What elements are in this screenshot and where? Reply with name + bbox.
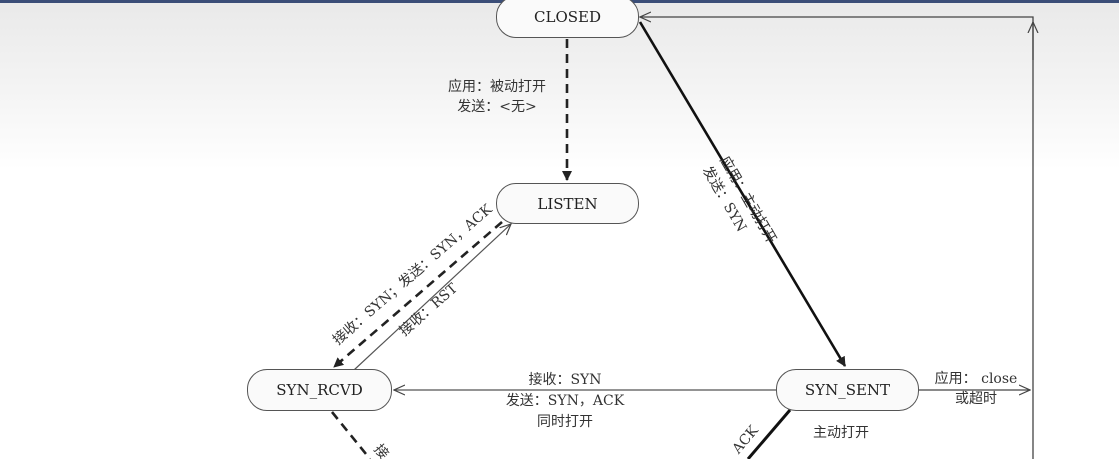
label-passive-open: 应用：被动打开 发送：<无> <box>432 77 562 117</box>
state-listen: LISTEN <box>496 183 639 224</box>
label-passive-open-line1: 应用：被动打开 <box>448 79 546 95</box>
arrow-listen-to-syn-rcvd <box>333 221 503 368</box>
arrow-syn-rcvd-to-listen-rst <box>353 224 511 371</box>
label-close-line1: 应用： close <box>934 371 1018 387</box>
label-close-line2: 或超时 <box>955 391 997 407</box>
label-passive-open-line2: 发送：<无> <box>457 99 537 115</box>
arrow-syn-sent-down <box>746 409 792 459</box>
label-simultaneous-open: 接收：SYN 发送：SYN，ACK 同时打开 <box>480 370 650 433</box>
arrow-syn-rcvd-down <box>330 411 372 459</box>
label-simultaneous-line3: 同时打开 <box>537 414 593 430</box>
label-close-timeout: 应用： close 或超时 <box>922 369 1030 409</box>
label-active-open-note: 主动打开 <box>813 425 869 441</box>
return-path-to-closed <box>640 17 1034 459</box>
state-syn-rcvd: SYN_RCVD <box>247 369 392 411</box>
state-syn-sent: SYN_SENT <box>776 369 919 411</box>
arrow-closed-to-syn-sent <box>638 21 847 367</box>
label-simultaneous-line2: 发送：SYN，ACK <box>505 393 625 409</box>
state-closed: CLOSED <box>496 0 639 38</box>
label-simultaneous-line1: 接收：SYN <box>528 372 602 388</box>
